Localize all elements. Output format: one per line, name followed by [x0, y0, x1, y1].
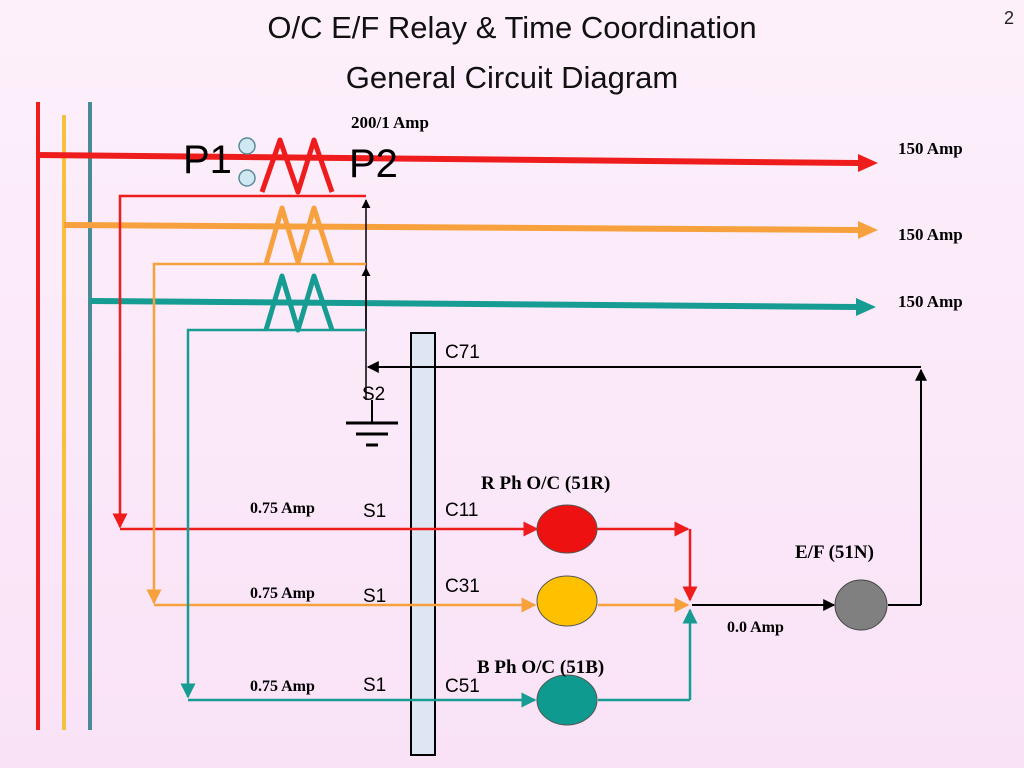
page-number: 2: [1003, 8, 1014, 28]
secondary-wire-r: [112, 194, 366, 529]
secondary-current-b: 0.75 Amp: [250, 678, 315, 695]
relay-b-label: B Ph O/C (51B): [477, 657, 604, 678]
secondary-wire-y: [146, 262, 366, 605]
terminal-block: [410, 332, 436, 756]
ct-coil-r: [259, 137, 335, 195]
phase-arrow-r: [858, 154, 878, 172]
page-title: O/C E/F Relay & Time Coordination: [267, 10, 757, 45]
relay-b: [536, 674, 598, 726]
phase-line-y: [63, 222, 859, 233]
phase-arrow-b: [856, 298, 876, 316]
phase-arrow-y: [858, 221, 878, 239]
relay-ef-label: E/F (51N): [795, 542, 874, 563]
terminal-c31: C31: [445, 576, 480, 597]
line-current-r: 150 Amp: [898, 139, 963, 158]
page-subtitle: General Circuit Diagram: [345, 60, 679, 95]
secondary-current-r: 0.75 Amp: [250, 500, 315, 517]
s1-label-y: S1: [363, 586, 386, 607]
line-current-y: 150 Amp: [898, 225, 963, 244]
p2-label: P2: [349, 142, 398, 186]
relay-r-label: R Ph O/C (51R): [481, 473, 610, 494]
s2-label: S2: [362, 384, 385, 405]
terminal-c51: C51: [445, 676, 480, 697]
ct-ratio-label: 200/1 Amp: [351, 113, 429, 132]
terminal-c11: C11: [445, 500, 478, 521]
relay-ef: [834, 579, 888, 631]
s1-label-r: S1: [363, 501, 386, 522]
line-current-b: 150 Amp: [898, 292, 963, 311]
p1-terminal-top: [238, 137, 256, 155]
ct-coil-y: [263, 205, 335, 265]
p1-terminal-bottom: [238, 169, 256, 187]
s1-label-b: S1: [363, 675, 386, 696]
terminal-c71: C71: [445, 342, 480, 363]
relay-r: [536, 504, 598, 554]
relay-y: [536, 575, 598, 627]
phase-line-r: [37, 152, 859, 166]
secondary-current-y: 0.75 Amp: [250, 585, 315, 602]
phase-line-b: [89, 298, 857, 310]
p1-label: P1: [183, 138, 232, 182]
residual-current-label: 0.0 Amp: [727, 619, 784, 636]
secondary-wire-b: [180, 328, 366, 699]
